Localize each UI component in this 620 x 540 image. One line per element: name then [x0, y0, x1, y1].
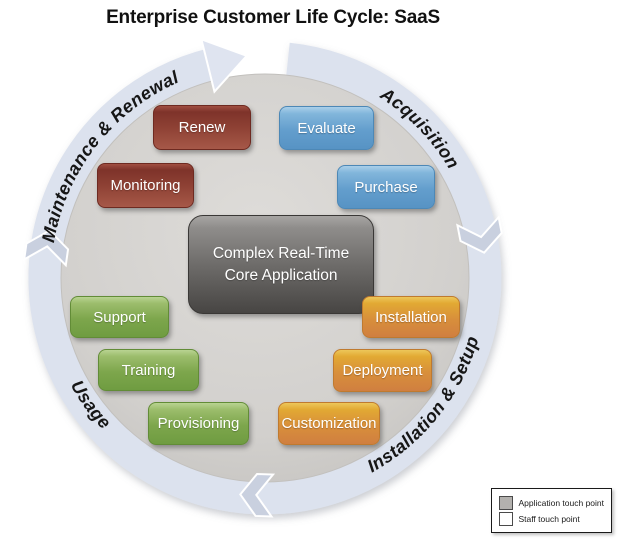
staff-touch-point-swatch: [499, 512, 514, 526]
legend: Application touch point Staff touch poin…: [491, 488, 612, 533]
step-box-renew: Renew: [153, 105, 251, 150]
step-label: Support: [93, 308, 146, 326]
step-box-installation: Installation: [362, 296, 460, 338]
legend-item-application-touch-point: Application touch point: [499, 496, 604, 510]
step-box-support: Support: [70, 296, 169, 338]
cycle-arrowhead-icon: [199, 37, 249, 94]
step-box-training: Training: [98, 349, 199, 391]
step-box-purchase: Purchase: [337, 165, 435, 209]
legend-item-staff-touch-point: Staff touch point: [499, 512, 604, 526]
chevron-bottom-icon: [239, 472, 276, 518]
cycle-ring-arc: [28, 42, 502, 515]
application-touch-point-swatch: [499, 496, 514, 510]
step-label: Monitoring: [110, 177, 181, 194]
page-title: Enterprise Customer Life Cycle: SaaS: [106, 7, 440, 28]
legend-label: Staff touch point: [518, 514, 580, 524]
step-box-deployment: Deployment: [333, 349, 432, 392]
step-box-customization: Customization: [278, 402, 380, 445]
step-label: Evaluate: [297, 119, 356, 137]
step-label: Renew: [178, 119, 226, 136]
step-label: Deployment: [342, 362, 423, 379]
chevron-left-icon: [22, 229, 70, 268]
step-label: Customization: [281, 415, 377, 432]
step-box-evaluate: Evaluate: [279, 106, 374, 150]
legend-label: Application touch point: [518, 498, 604, 508]
core-application-label: Complex Real-Time Core Application: [212, 244, 350, 284]
step-box-monitoring: Monitoring: [97, 163, 194, 208]
core-application-box: Complex Real-Time Core Application: [188, 215, 374, 314]
step-label: Provisioning: [157, 415, 240, 432]
step-box-provisioning: Provisioning: [148, 402, 249, 445]
step-label: Purchase: [354, 178, 418, 196]
step-label: Installation: [375, 308, 447, 326]
step-label: Training: [121, 361, 176, 379]
chevron-right-icon: [456, 215, 503, 254]
